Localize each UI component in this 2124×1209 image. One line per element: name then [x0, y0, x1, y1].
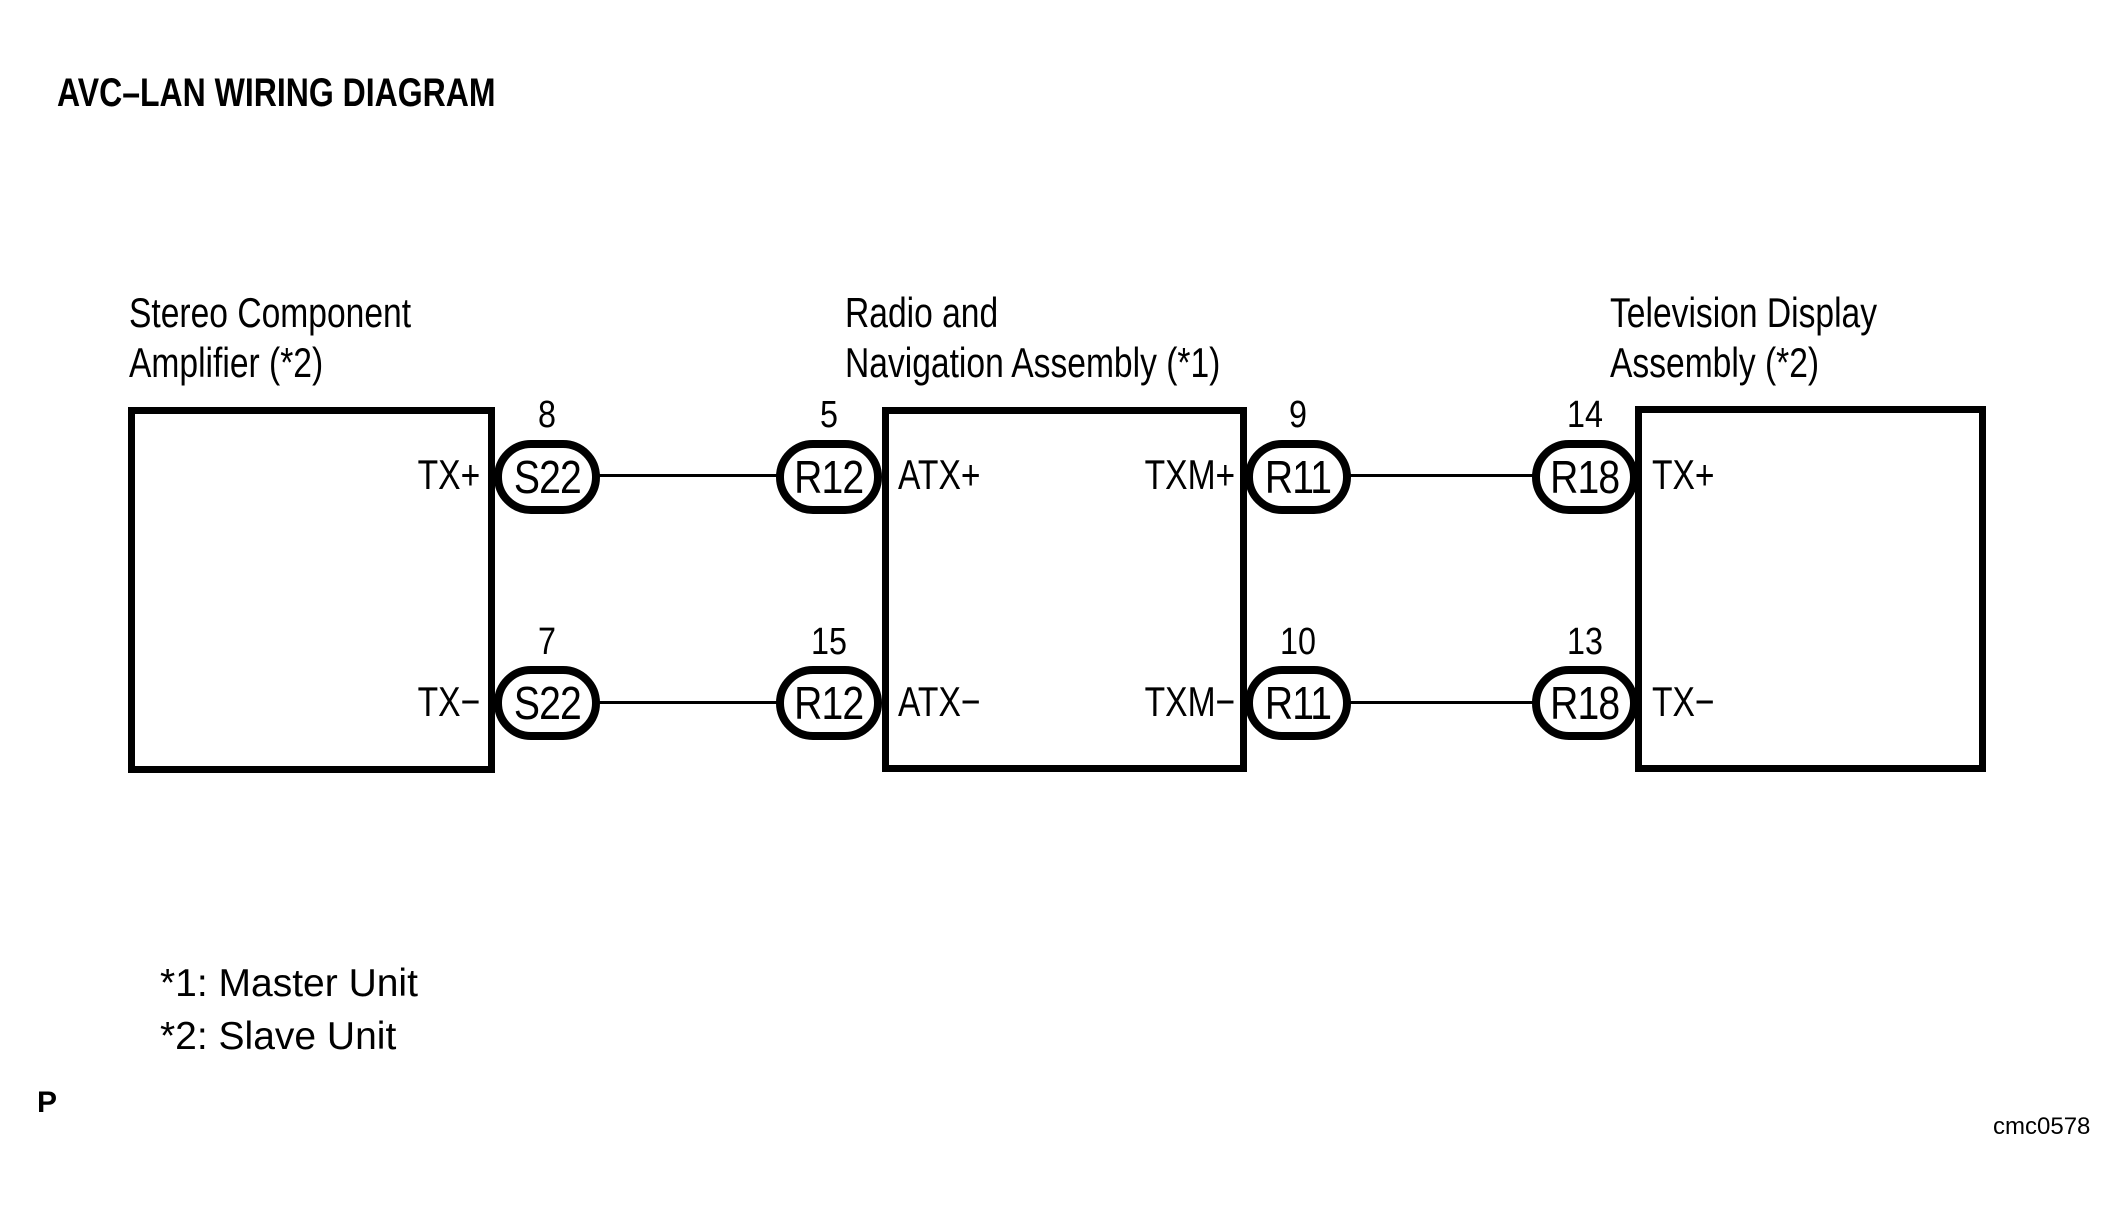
connector-r12-top-pin-number: 5	[820, 394, 838, 436]
connector-r12-bottom-pin-number: 15	[811, 621, 847, 663]
connector-r12-bottom: R12	[776, 666, 882, 740]
connector-s22-bottom-pin-number: 7	[538, 621, 556, 663]
amplifier-name: Stereo Component Amplifier (*2)	[129, 288, 482, 388]
wire-s22-r12-plus	[598, 474, 780, 477]
connector-r12-top-label: R12	[794, 451, 864, 503]
radio-txm-plus-label: TXM+	[1144, 451, 1235, 498]
tv-display-box	[1635, 406, 1986, 772]
tv-display-name-line1: Television Display	[1610, 289, 1878, 336]
radio-atx-minus-label: ATX−	[898, 678, 981, 725]
legend-master-unit: *1: Master Unit	[160, 962, 418, 1005]
connector-s22-bottom: S22	[494, 666, 600, 740]
amplifier-name-line2: Amplifier (*2)	[129, 339, 324, 386]
legend-slave-unit: *2: Slave Unit	[160, 1015, 397, 1058]
connector-r11-bottom: R11	[1245, 666, 1351, 740]
amplifier-name-line1: Stereo Component	[129, 289, 412, 336]
connector-r18-bottom-pin-number: 13	[1567, 621, 1603, 663]
connector-r18-top-pin-number: 14	[1567, 394, 1603, 436]
wire-r11-r18-minus	[1348, 701, 1536, 704]
wire-r11-r18-plus	[1348, 474, 1536, 477]
connector-r18-bottom-label: R18	[1550, 677, 1620, 729]
figure-code: cmc0578	[1993, 1113, 2091, 1140]
connector-r18-bottom: R18	[1532, 666, 1638, 740]
radio-navigation-name-line2: Navigation Assembly (*1)	[845, 339, 1221, 386]
tv-display-name: Television Display Assembly (*2)	[1610, 288, 1944, 388]
page-marker: P	[37, 1086, 58, 1119]
connector-s22-top-pin-number: 8	[538, 394, 556, 436]
radio-navigation-name-line1: Radio and	[845, 289, 999, 336]
connector-r12-bottom-label: R12	[794, 677, 864, 729]
radio-navigation-name: Radio and Navigation Assembly (*1)	[845, 288, 1314, 388]
amplifier-box	[128, 407, 495, 773]
wire-s22-r12-minus	[598, 701, 780, 704]
radio-navigation-box	[882, 407, 1247, 772]
connector-r11-top-pin-number: 9	[1289, 394, 1307, 436]
amplifier-tx-plus-label: TX+	[417, 451, 480, 498]
connector-s22-bottom-label: S22	[513, 677, 581, 729]
connector-r18-top: R18	[1532, 440, 1638, 514]
connector-s22-top-label: S22	[513, 451, 581, 503]
legend: *1: Master Unit *2: Slave Unit	[160, 957, 418, 1063]
diagram-title: AVC–LAN WIRING DIAGRAM	[57, 71, 496, 115]
connector-r12-top: R12	[776, 440, 882, 514]
connector-r11-top: R11	[1245, 440, 1351, 514]
radio-atx-plus-label: ATX+	[898, 451, 981, 498]
radio-txm-minus-label: TXM−	[1144, 678, 1235, 725]
connector-s22-top: S22	[494, 440, 600, 514]
tv-display-name-line2: Assembly (*2)	[1610, 339, 1820, 386]
tv-tx-plus-label: TX+	[1652, 451, 1715, 498]
connector-r11-bottom-pin-number: 10	[1280, 621, 1316, 663]
connector-r11-bottom-label: R11	[1264, 677, 1332, 729]
amplifier-tx-minus-label: TX−	[417, 678, 480, 725]
connector-r18-top-label: R18	[1550, 451, 1620, 503]
connector-r11-top-label: R11	[1264, 451, 1332, 503]
tv-tx-minus-label: TX−	[1652, 678, 1715, 725]
